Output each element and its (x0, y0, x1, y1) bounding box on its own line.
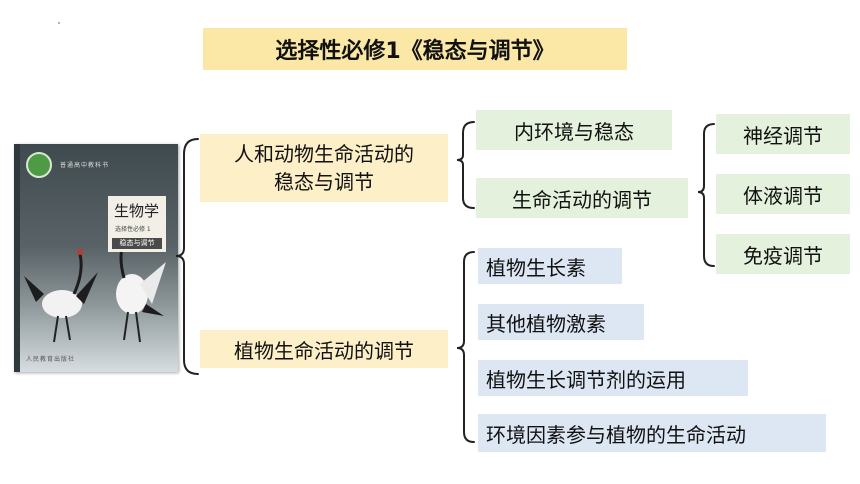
book-publisher: 人民教育出版社 (26, 356, 76, 363)
page-title: 选择性必修1《稳态与调节》 (203, 28, 627, 70)
publisher-logo-icon (26, 152, 52, 178)
regulation-brace (697, 123, 715, 267)
plant-child-auxin: 植物生长素 (478, 248, 622, 284)
plant-child-other-hormones: 其他植物激素 (478, 304, 644, 340)
plant-brace (456, 251, 475, 443)
plant-child-growth-regulators: 植物生长调节剂的运用 (478, 360, 748, 396)
speck (58, 22, 60, 24)
animal-child-regulation: 生命活动的调节 (476, 178, 688, 218)
regulation-child-nervous: 神经调节 (716, 114, 850, 154)
regulation-child-humoral: 体液调节 (716, 174, 850, 214)
animal-brace (456, 121, 475, 209)
book-title: 生物学 (114, 202, 160, 220)
plant-child-environmental-factors: 环境因素参与植物的生命活动 (478, 414, 826, 452)
crane-illustration-icon (24, 237, 166, 343)
main-brace (175, 138, 199, 375)
level1-animal-line1: 人和动物生命活动的 (234, 142, 414, 166)
textbook-cover-image: 普通高中教科书 生物学 选择性必修 1 稳态与调节 人民教育出版社 (14, 144, 178, 372)
book-series: 普通高中教科书 (60, 162, 110, 169)
book-spine (14, 144, 20, 372)
level1-plant-regulation: 植物生命活动的调节 (200, 330, 448, 368)
book-subtitle: 选择性必修 1 (115, 226, 151, 233)
level1-animal-line2: 稳态与调节 (274, 170, 374, 194)
level1-animal-regulation: 人和动物生命活动的 稳态与调节 (200, 134, 448, 202)
animal-child-homeostasis: 内环境与稳态 (476, 110, 672, 150)
book-subject: 稳态与调节 (112, 238, 162, 249)
regulation-child-immune: 免疫调节 (716, 234, 850, 274)
